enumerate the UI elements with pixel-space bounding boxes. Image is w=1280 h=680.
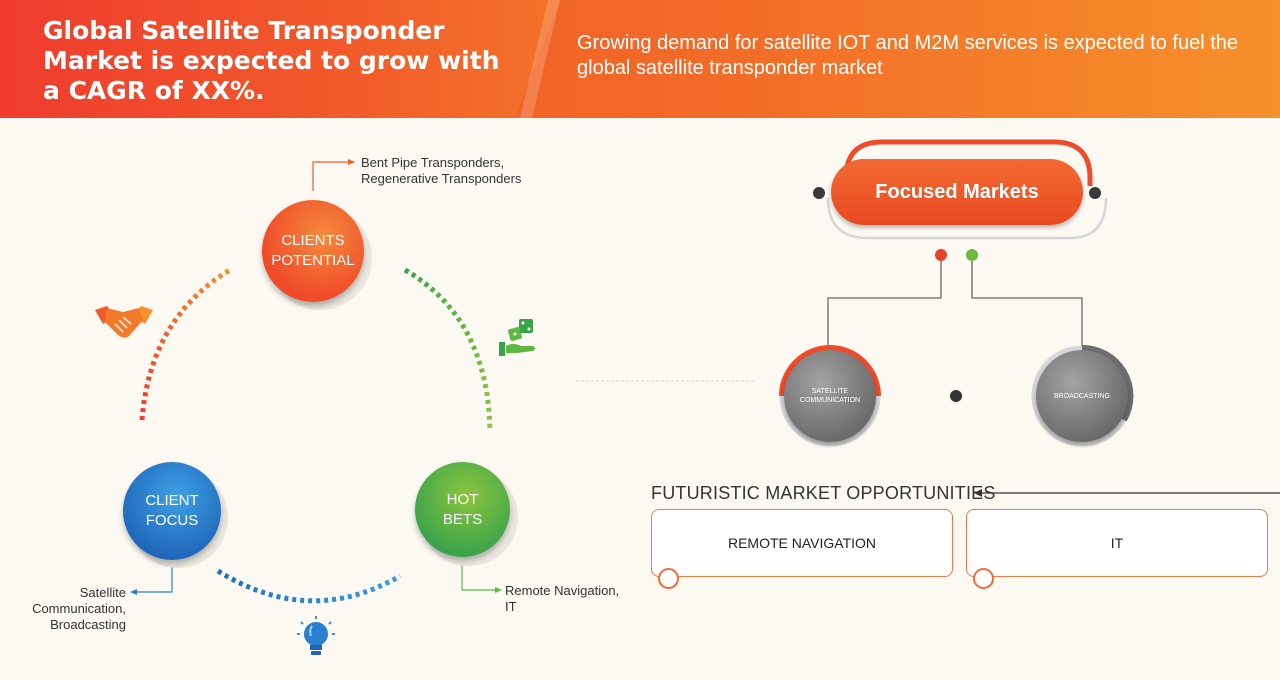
futuristic-box-remote-navigation: REMOTE NAVIGATION [651, 509, 953, 577]
client-focus-bubble: CLIENT FOCUS [123, 462, 221, 560]
hot-bets-note-1: Remote Navigation, [505, 583, 620, 598]
cycle-diagram-lines [130, 159, 502, 604]
connector-hot-bets [461, 560, 495, 591]
lightbulb-icon [297, 616, 335, 655]
futuristic-box-2-dot [973, 568, 994, 589]
clients-potential-note-2: Regenerative Transponders [361, 171, 522, 186]
arc-left-dotted [139, 267, 232, 421]
hot-bets-note-2: IT [505, 599, 517, 614]
focused-markets-title: Focused Markets [831, 159, 1083, 225]
hot-bets-label-2: BETS [442, 510, 483, 528]
arc-right-dotted [403, 267, 493, 432]
money-dice-icon [499, 319, 535, 356]
futuristic-box-1-dot [658, 568, 679, 589]
clients-potential-bubble: CLIENTS POTENTIAL [262, 200, 364, 302]
client-focus-note-1: Satellite [79, 585, 126, 600]
client-focus-label-1: CLIENT [145, 492, 199, 509]
page-title: Global Satellite Transponder Market is e… [43, 16, 500, 105]
client-focus-note-3: Broadcasting [50, 617, 126, 632]
focused-market-1-label-2: COMMUNICATION [799, 397, 861, 404]
futuristic-title: FUTURISTIC MARKET OPPORTUNITIES [651, 483, 996, 503]
client-focus-label-2: FOCUS [145, 512, 199, 529]
pill-frame-bottom [826, 197, 1108, 240]
hot-bets-note: Remote Navigation, IT [505, 583, 619, 615]
clients-potential-label-2: POTENTIAL [271, 252, 355, 269]
clients-potential-note: Bent Pipe Transponders, Regenerative Tra… [361, 155, 521, 187]
clients-potential-note-1: Bent Pipe Transponders, [361, 155, 505, 170]
header-bg-left [0, 0, 560, 118]
page-subtitle: Growing demand for satellite IOT and M2M… [577, 32, 1239, 79]
connector-client-focus [137, 560, 173, 593]
hot-bets-label-1: HOT [446, 490, 479, 508]
focused-market-broadcasting: BROADCASTING [1036, 350, 1128, 442]
header-banner: Global Satellite Transponder Market is e… [0, 0, 1280, 118]
focused-market-1-label-1: SATELLITE [811, 388, 849, 395]
futuristic-box-1-label: REMOTE NAVIGATION [727, 535, 877, 551]
client-focus-note-2: Communication, [32, 601, 126, 616]
focused-market-satellite-communication: SATELLITE COMMUNICATION [784, 350, 876, 442]
handshake-icon [95, 306, 153, 338]
futuristic-box-it: IT [966, 509, 1268, 577]
clients-potential-label-1: CLIENTS [281, 232, 345, 249]
hot-bets-bubble: HOT BETS [415, 462, 510, 557]
futuristic-arrow [974, 489, 1280, 497]
connector-clients-potential [312, 161, 348, 191]
focused-market-2-label-1: BROADCASTING [1053, 392, 1110, 400]
client-focus-note: Satellite Communication, Broadcasting [14, 585, 126, 633]
arc-bottom-dotted [216, 568, 402, 604]
futuristic-box-2-label: IT [1110, 535, 1124, 551]
